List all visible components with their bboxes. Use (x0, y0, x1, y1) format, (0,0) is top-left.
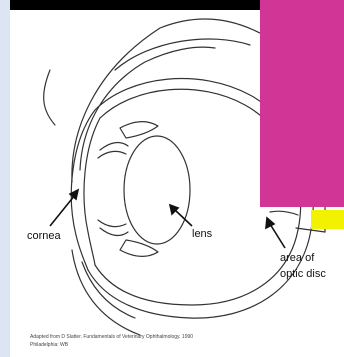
citation-line-2: Philadelphia: WB (30, 341, 320, 349)
optic-pointer-head (266, 218, 274, 228)
cornea-inner (84, 118, 100, 265)
label-cornea: cornea (27, 230, 61, 243)
magenta-overlay-block (260, 0, 344, 207)
ciliary-lower (120, 240, 158, 256)
label-optic-disc-line1: area of (280, 252, 314, 265)
lower-eyelid-2 (82, 262, 135, 318)
retina-segment (270, 211, 298, 215)
citation: Adapted from D Slatter. Fundamentals of … (30, 333, 320, 349)
iris-upper-2 (98, 151, 126, 158)
label-optic-disc-line2: optic disc (280, 268, 326, 281)
citation-line-1: Adapted from D Slatter. Fundamentals of … (30, 333, 320, 341)
optic-pointer-line (270, 224, 285, 248)
lens-shape (124, 136, 190, 244)
orbit-left (44, 70, 55, 125)
iris-lower (100, 228, 128, 235)
yellow-highlight-mark (311, 210, 344, 229)
cornea-pointer-line (50, 195, 75, 226)
ciliary-upper (120, 122, 158, 138)
upper-lid-fold (115, 39, 250, 70)
label-lens: lens (192, 228, 212, 241)
iris-upper (100, 143, 128, 150)
iris-lower-2 (98, 220, 126, 227)
upper-eyelid-inner (80, 47, 215, 170)
